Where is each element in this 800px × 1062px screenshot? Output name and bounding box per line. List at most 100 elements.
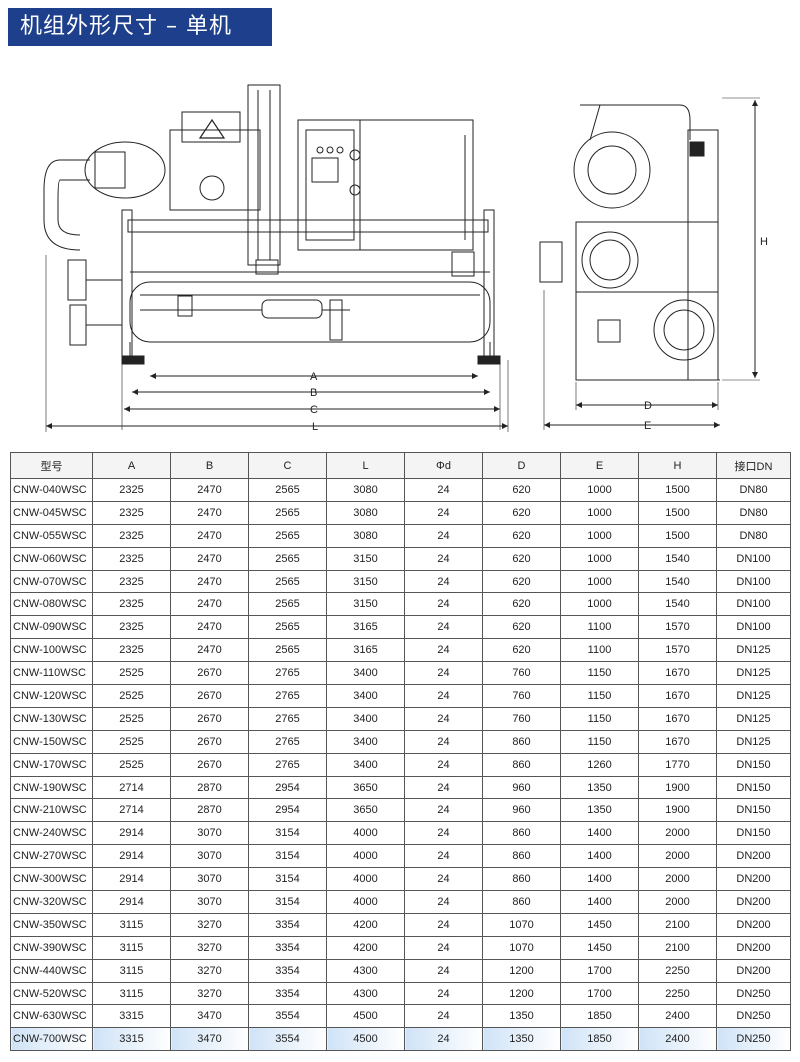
table-cell: 3315	[92, 1004, 171, 1029]
table-cell: 2525	[92, 706, 171, 731]
table-cell: 3400	[326, 706, 405, 731]
table-cell: 3400	[326, 684, 405, 708]
table-cell: 2914	[92, 867, 171, 892]
table-cell: 3400	[326, 661, 405, 686]
table-cell: 1450	[560, 935, 639, 960]
table-cell: DN150	[716, 752, 791, 777]
table-cell: 3270	[170, 935, 249, 960]
table-cell: 1850	[560, 1004, 639, 1029]
table-cell: 1770	[638, 752, 717, 777]
table-cell: 2870	[170, 798, 249, 823]
table-cell: DN125	[716, 706, 791, 731]
table-cell: 760	[482, 684, 561, 708]
table-cell: 620	[482, 546, 561, 571]
column-header: Φd	[404, 452, 483, 479]
table-cell: 2765	[248, 729, 327, 754]
model-cell: CNW-055WSC	[10, 523, 93, 548]
dim-label-c: C	[310, 404, 318, 416]
table-cell: 1700	[560, 981, 639, 1006]
table-cell: DN125	[716, 638, 791, 663]
table-cell: DN125	[716, 684, 791, 708]
table-cell: 3070	[170, 821, 249, 846]
table-cell: 2565	[248, 546, 327, 571]
table-cell: 2670	[170, 752, 249, 777]
table-cell: 3270	[170, 912, 249, 937]
table-cell: 2765	[248, 661, 327, 686]
table-cell: 24	[404, 844, 483, 869]
table-cell: 3165	[326, 638, 405, 663]
table-cell: 2565	[248, 615, 327, 640]
table-cell: 2325	[92, 638, 171, 663]
table-cell: 2525	[92, 729, 171, 754]
table-cell: 2914	[92, 890, 171, 914]
table-cell: 1400	[560, 821, 639, 846]
model-cell: CNW-700WSC	[10, 1027, 93, 1052]
model-cell: CNW-190WSC	[10, 775, 93, 800]
table-cell: 2565	[248, 500, 327, 525]
table-cell: 2914	[92, 844, 171, 869]
table-cell: DN100	[716, 615, 791, 640]
table-cell: 1450	[560, 912, 639, 937]
table-cell: DN150	[716, 798, 791, 823]
table-cell: 3354	[248, 958, 327, 983]
table-cell: 2525	[92, 661, 171, 686]
table-cell: 3150	[326, 569, 405, 594]
table-cell: 3115	[92, 958, 171, 983]
table-cell: 1540	[638, 592, 717, 617]
table-cell: 24	[404, 1004, 483, 1029]
table-cell: 3400	[326, 729, 405, 754]
table-cell: 1400	[560, 890, 639, 914]
table-cell: 3154	[248, 821, 327, 846]
column-header: 型号	[10, 452, 93, 479]
table-cell: 3354	[248, 935, 327, 960]
table-cell: 3070	[170, 890, 249, 914]
table-cell: 4500	[326, 1004, 405, 1029]
table-cell: DN150	[716, 775, 791, 800]
column-header: D	[482, 452, 561, 479]
table-cell: 2325	[92, 500, 171, 525]
table-cell: 620	[482, 500, 561, 525]
table-cell: DN100	[716, 569, 791, 594]
table-cell: 1570	[638, 615, 717, 640]
table-cell: 2525	[92, 684, 171, 708]
table-cell: 1150	[560, 661, 639, 686]
dim-label-d: D	[644, 400, 652, 412]
model-cell: CNW-060WSC	[10, 546, 93, 571]
table-cell: 3080	[326, 478, 405, 502]
model-cell: CNW-320WSC	[10, 890, 93, 914]
model-cell: CNW-080WSC	[10, 592, 93, 617]
table-cell: 2400	[638, 1004, 717, 1029]
table-cell: 2325	[92, 569, 171, 594]
table-cell: 3554	[248, 1027, 327, 1052]
table-cell: 4300	[326, 981, 405, 1006]
table-cell: 1200	[482, 958, 561, 983]
unit-dimension-drawing: A B C L D E H	[43, 84, 768, 433]
table-cell: 3070	[170, 844, 249, 869]
table-cell: 3554	[248, 1004, 327, 1029]
table-cell: 2470	[170, 478, 249, 502]
model-cell: CNW-520WSC	[10, 981, 93, 1006]
table-cell: 3650	[326, 775, 405, 800]
condenser-flange	[653, 299, 715, 361]
table-cell: 24	[404, 500, 483, 525]
dim-label-a: A	[310, 371, 318, 383]
table-cell: 860	[482, 821, 561, 846]
table-cell: 2565	[248, 523, 327, 548]
table-cell: 24	[404, 958, 483, 983]
side-view	[43, 84, 509, 432]
table-cell: 2565	[248, 638, 327, 663]
